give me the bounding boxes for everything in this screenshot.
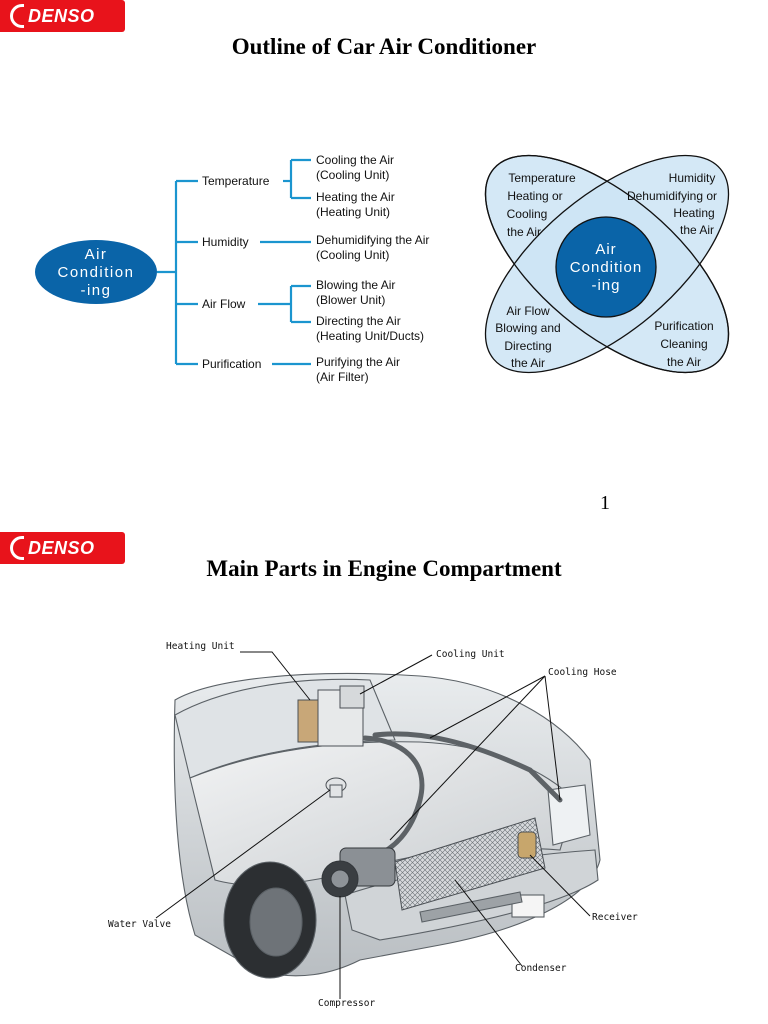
venn-airflow-4: the Air [511,356,545,370]
callout-condenser: Condenser [515,963,567,974]
leaf-heating-air: Heating the Air [316,190,395,204]
tree-connectors [157,158,311,366]
leaf-dehumidifying-air: Dehumidifying the Air [316,233,429,247]
leaf-cooling-unit: (Cooling Unit) [316,168,389,182]
leaf-purifying-air: Purifying the Air [316,355,400,369]
denso-logo: DENSO [0,0,125,32]
venn-temp-4: the Air [507,225,541,239]
venn-temp-1: Temperature [508,171,576,185]
slide-title: Main Parts in Engine Compartment [206,556,562,581]
callout-water-valve: Water Valve [108,919,171,930]
branch-purification: Purification [202,357,261,371]
venn-center-line-3: -ing [591,277,620,294]
function-tree-diagram: Air Condition -ing Tempera [35,153,429,384]
callout-cooling-unit: Cooling Unit [436,649,505,660]
page-number: 1 [600,492,610,514]
venn-humidity-2: Dehumidifying or [627,189,717,203]
compressor [321,847,396,898]
leaf-cooling-air: Cooling the Air [316,153,394,167]
venn-humidity-3: Heating [673,206,714,220]
branch-air-flow: Air Flow [202,297,246,311]
slide-title: Outline of Car Air Conditioner [231,34,537,59]
venn-humidity-4: the Air [680,223,714,237]
function-venn-diagram: Air Condition -ing Temperature Heating o… [484,154,730,374]
venn-center-circle [555,216,657,318]
venn-center-line-2: Condition [570,259,642,276]
denso-logo: DENSO [0,532,125,564]
venn-airflow-2: Blowing and [495,321,560,335]
leaf-air-filter: (Air Filter) [316,370,369,384]
leaf-blower-unit: (Blower Unit) [316,293,385,307]
receiver [517,831,537,859]
slide-engine-compartment: DENSO Main Parts in Engine Compartment [0,528,768,1024]
leaf-blowing-air: Blowing the Air [316,278,395,292]
condenser [394,817,546,911]
callout-compressor: Compressor [318,998,375,1009]
venn-temp-3: Cooling [507,207,548,221]
tree-root-line-3: -ing [80,282,111,299]
venn-purification-3: the Air [667,355,701,369]
venn-humidity-1: Humidity [669,171,716,185]
logo-text: DENSO [28,538,95,558]
callout-leader-lines [155,651,591,999]
slide-outline: DENSO Outline of Car Air Conditioner Air… [0,0,730,514]
logo-swoosh-icon [10,4,24,28]
venn-center-line-1: Air [595,241,616,258]
engine-compartment-illustration: Heating Unit Cooling Unit Cooling Hose W… [108,641,638,1009]
leaf-heating-unit: (Heating Unit) [316,205,390,219]
callout-receiver: Receiver [592,912,638,923]
water-valve [325,777,347,798]
callout-heating-unit: Heating Unit [166,641,235,652]
tree-root-line-1: Air [85,246,108,263]
leaf-dehumidifying-unit: (Cooling Unit) [316,248,389,262]
tree-root-ellipse [35,240,157,304]
tree-root-line-2: Condition [58,264,135,281]
leaf-heating-ducts: (Heating Unit/Ducts) [316,329,424,343]
venn-airflow-1: Air Flow [506,304,550,318]
venn-temp-2: Heating or [507,189,562,203]
venn-purification-1: Purification [654,319,713,333]
branch-humidity: Humidity [202,235,249,249]
callout-cooling-hose: Cooling Hose [548,667,617,678]
venn-airflow-3: Directing [504,339,551,353]
cooling-hoses [362,731,563,861]
heating-unit [297,685,365,747]
branch-temperature: Temperature [202,174,270,188]
venn-purification-2: Cleaning [660,337,707,351]
logo-text: DENSO [28,6,95,26]
leaf-directing-air: Directing the Air [316,314,401,328]
logo-swoosh-icon [10,536,24,560]
